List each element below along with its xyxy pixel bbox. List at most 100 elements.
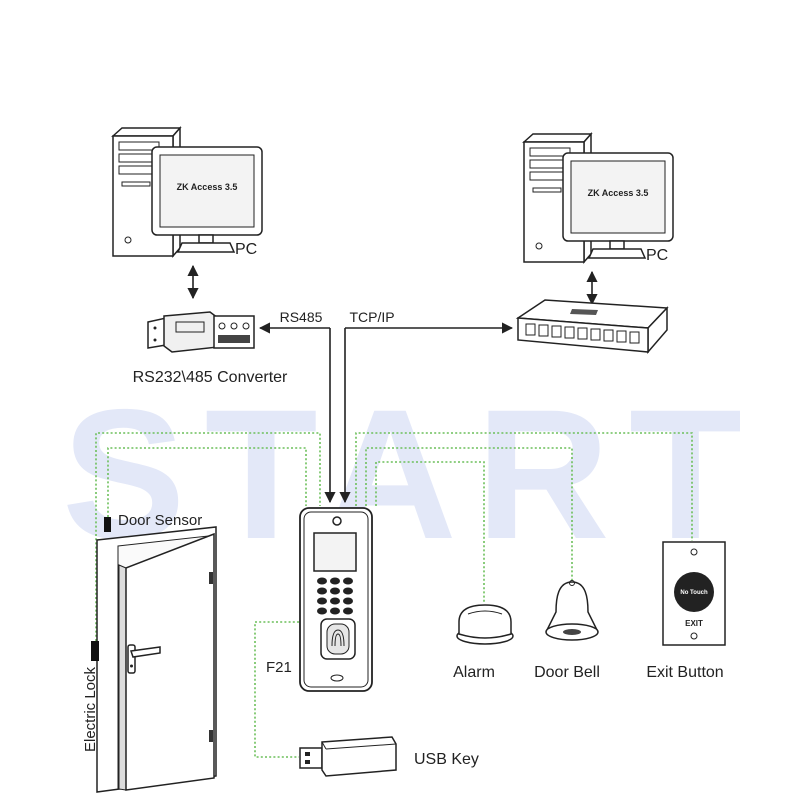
pc-right-monitor-neck: [609, 240, 625, 250]
usb-key: USB Key: [299, 736, 479, 777]
f21-key: [343, 607, 353, 615]
door: Door Sensor Electric Lock: [82, 512, 217, 793]
hub-front: [517, 317, 649, 353]
alarm-dome: [458, 604, 512, 639]
pc-left-tower-top: [111, 127, 182, 137]
pc-right-monitor-screen: [570, 160, 666, 234]
f21-bevel: [303, 511, 369, 688]
tcpip-label: TCP/IP: [349, 309, 394, 325]
hub-port: [538, 324, 549, 337]
hub-port: [616, 330, 627, 343]
pc-right-screen-text: ZK Access 3.5: [588, 188, 649, 198]
exit-button-screw-top: [690, 548, 698, 556]
door-handle-plate: [127, 644, 136, 674]
converter-terminal-screw: [230, 322, 238, 330]
converter-label: RS232\485 Converter: [133, 369, 288, 386]
f21-key: [330, 607, 340, 615]
alarm-wire: [375, 461, 485, 603]
rs485-label: RS485: [280, 309, 323, 325]
door-leaf: [125, 532, 215, 791]
hub-port: [525, 323, 536, 336]
f21-label: F21: [266, 659, 292, 676]
electric-lock-wire: [95, 432, 321, 641]
f21-fingerprint-window: [326, 623, 350, 655]
usb-key-body: [321, 736, 397, 777]
alarm-label: Alarm: [453, 664, 495, 681]
f21-key: [317, 587, 327, 595]
f21-camera: [332, 516, 342, 526]
pc-right-floppy-slot: [532, 187, 562, 193]
bell-top-mount: [569, 580, 575, 586]
door-bell: Door Bell: [534, 580, 600, 681]
f21-key: [343, 587, 353, 595]
usb-key-pin: [305, 752, 310, 756]
exit-button-screw-bottom: [690, 632, 698, 640]
pc-right: ZK Access 3.5 PC: [522, 132, 674, 264]
exit-button-wire: [355, 432, 693, 541]
electric-lock-label: Electric Lock: [82, 666, 99, 752]
usb-key-wire: [254, 621, 299, 758]
pc-left-label: PC: [235, 241, 257, 258]
exit-button-panel-text: EXIT: [685, 619, 703, 628]
pc-right-drive-bay: [529, 147, 571, 157]
usb-key-label: USB Key: [414, 751, 479, 768]
usb-key-connector: [299, 747, 323, 769]
pc-left-power-button: [124, 236, 132, 244]
f21-key: [317, 597, 327, 605]
door-hinge: [209, 572, 213, 584]
f21-key: [330, 587, 340, 595]
f21-key: [330, 597, 340, 605]
usb-key-body-edge: [321, 741, 327, 750]
f21-bottom-indicator: [330, 674, 344, 682]
bell-striker: [563, 629, 581, 635]
electric-lock: [91, 641, 99, 661]
f21-key: [330, 577, 340, 585]
exit-button-sensor: [674, 572, 714, 612]
door-bell-label: Door Bell: [534, 664, 600, 681]
hub-port: [564, 326, 575, 339]
f21-key: [317, 577, 327, 585]
bell-body: [545, 581, 599, 631]
door-sensor-wire: [107, 447, 307, 517]
hub-port: [590, 328, 601, 341]
converter-terminal-screw: [218, 322, 226, 330]
f21-device: F21: [266, 507, 373, 692]
converter-terminal-screw: [242, 322, 250, 330]
door-handle-lever: [130, 646, 161, 658]
hub-port: [603, 329, 614, 342]
f21-screen: [313, 532, 357, 572]
pc-right-monitor-base: [587, 248, 647, 259]
pc-left-monitor-neck: [198, 234, 214, 244]
rs232-485-converter: RS232\485 Converter: [133, 311, 288, 386]
door-sensor-label: Door Sensor: [118, 512, 202, 529]
usb-key-pin: [305, 760, 310, 764]
door-hinge: [209, 730, 213, 742]
exit-button-sensor-text: No Touch: [680, 590, 708, 596]
pc-left-drive-bay: [118, 141, 160, 151]
network-hub: [515, 299, 669, 355]
pc-left-monitor-base: [176, 242, 236, 253]
fingerprint-icon: [331, 629, 345, 647]
f21-key: [317, 607, 327, 615]
converter-terminal-block: [213, 315, 255, 349]
exit-button-label: Exit Button: [646, 664, 723, 681]
converter-terminal-slots: [218, 335, 250, 343]
converter-screw: [153, 338, 157, 342]
exit-button: No Touch EXIT Exit Button: [646, 541, 726, 681]
converter-screw: [153, 326, 157, 330]
hub-port: [577, 327, 588, 340]
door-keyhole: [130, 664, 133, 668]
pc-right-label: PC: [646, 247, 668, 264]
pc-right-power-button: [535, 242, 543, 250]
alarm: Alarm: [453, 604, 514, 681]
pc-right-tower-top: [522, 133, 593, 143]
door-bell-wire: [365, 447, 573, 581]
hub-port: [551, 325, 562, 338]
pc-left-screen-text: ZK Access 3.5: [177, 182, 238, 192]
usb-key-body-edge: [325, 743, 397, 750]
pc-left-floppy-slot: [121, 181, 151, 187]
alarm-dome-highlight: [467, 610, 503, 615]
converter-label-plate: [175, 321, 205, 333]
f21-key: [343, 577, 353, 585]
